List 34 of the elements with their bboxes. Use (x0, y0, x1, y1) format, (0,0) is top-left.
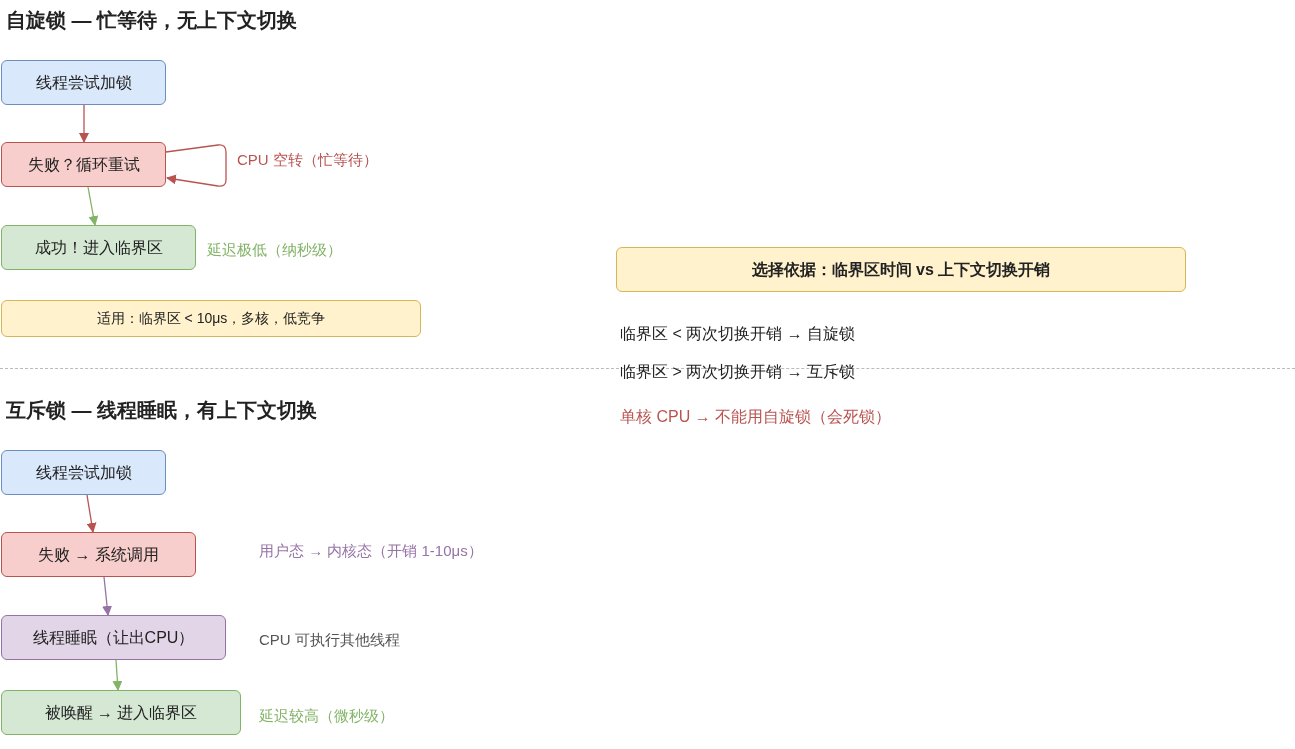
node-text: 失败？循环重试 (27, 154, 140, 175)
loop-arrow (165, 144, 227, 187)
arrow (79, 104, 89, 143)
arrow (102, 576, 113, 616)
section-heading: 互斥锁 — 线程睡眠，有上下文切换 (6, 398, 318, 422)
process-box (1, 60, 166, 105)
process-box (1, 300, 421, 337)
side-note: CPU 可执行其他线程 (259, 630, 400, 650)
side-note: 延迟较高（微秒级） (259, 706, 394, 726)
side-note: 用户态 → 内核态（开销 1-10μs） (259, 541, 483, 561)
process-box (1, 450, 166, 495)
process-box (1, 690, 241, 735)
process-box (1, 225, 196, 270)
process-box (1, 532, 196, 577)
node-text: 成功！进入临界区 (34, 237, 163, 258)
node-text: 线程睡眠（让出CPU） (32, 627, 195, 648)
arrow (87, 186, 99, 226)
node-text: 适用：临界区 < 10μs，多核，低竞争 (96, 309, 326, 328)
warning-text: 单核 CPU → 不能用自旋锁（会死锁） (620, 407, 892, 427)
node-text: 线程尝试加锁 (35, 462, 132, 483)
process-box (1, 615, 226, 660)
side-note: 延迟极低（纳秒级） (207, 240, 342, 260)
arrow (112, 659, 123, 691)
node-text: 失败 → 系统调用 (38, 544, 159, 565)
node-text: 线程尝试加锁 (35, 72, 132, 93)
node-text: 被唤醒 → 进入临界区 (44, 702, 198, 723)
node-text: 选择依据：临界区时间 vs 上下文切换开销 (751, 259, 1051, 280)
rule-text: 临界区 > 两次切换开销 → 互斥锁 (620, 362, 856, 382)
process-box (1, 142, 166, 187)
section-heading: 自旋锁 — 忙等待，无上下文切换 (6, 8, 298, 32)
side-note: CPU 空转（忙等待） (237, 150, 378, 170)
rule-text: 临界区 < 两次切换开销 → 自旋锁 (620, 324, 856, 344)
process-box (616, 247, 1186, 292)
arrow (86, 494, 97, 533)
